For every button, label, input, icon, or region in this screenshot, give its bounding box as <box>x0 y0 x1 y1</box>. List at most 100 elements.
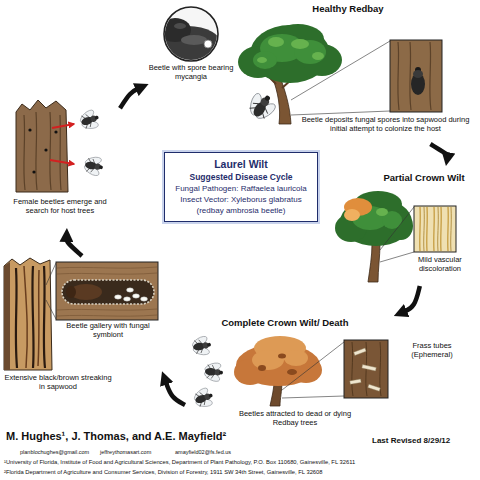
text-slot: ¹University of Florida, Institute of Foo… <box>4 459 355 465</box>
text-slot: Beetles attracted to dead or dying Redba… <box>225 410 365 427</box>
cycle-stage: Female beetles emerge and search for hos… <box>2 95 120 228</box>
stage-caption: Frass tubes (Ephemeral) <box>393 342 471 359</box>
stage-caption: Beetle with spore bearing mycangia <box>138 64 244 81</box>
text-slot: Partial Crown Wilt <box>372 173 476 184</box>
healthy-tree <box>257 57 267 63</box>
zoom-lines <box>282 342 344 398</box>
cycle-stage: Beetle gallery with fungal symbiontExten… <box>2 256 162 400</box>
stage-caption: Beetles attracted to dead or dying Redba… <box>225 410 365 427</box>
bark-inset <box>413 70 423 78</box>
streaked-log <box>4 258 52 370</box>
emerging-beetles <box>76 107 104 179</box>
gallery-inset <box>127 288 134 292</box>
zoom-lines <box>46 263 56 319</box>
frass-inset <box>368 384 380 391</box>
frass-inset <box>354 348 366 355</box>
text-slot: jeffreythomasart.com <box>100 449 151 455</box>
discoloration-inset <box>414 206 456 252</box>
emerge-arrows <box>50 124 74 164</box>
cycle-arrow <box>404 286 420 312</box>
stage-caption: Beetle gallery with fungal symbiont <box>56 322 160 339</box>
emergence-trunk <box>44 148 47 151</box>
zoom-lines <box>291 41 390 115</box>
dead-tree <box>278 354 286 359</box>
cycle-stage: Healthy RedbayBeetle deposits fungal spo… <box>248 2 476 144</box>
mycangia-inset <box>154 7 222 66</box>
text-slot: amayfield02@fs.fed.us <box>175 449 231 455</box>
emerging-beetles <box>76 107 102 134</box>
emerging-beetles <box>82 153 105 178</box>
flying-beetle <box>242 88 281 126</box>
streaked-log <box>4 258 52 370</box>
contact-address: amayfield02@fs.fed.us <box>175 449 231 455</box>
zoom-lines <box>282 342 344 398</box>
zoom-lines <box>380 207 414 262</box>
dead-tree <box>252 350 284 370</box>
text-slot: planblochughes@gmail.com <box>20 449 89 455</box>
inset-stage: Beetle with spore bearing mycangia <box>138 6 244 84</box>
gallery-inset <box>124 297 131 301</box>
discoloration-inset <box>414 206 456 252</box>
emergence-trunk <box>16 100 68 192</box>
emergence-trunk <box>24 112 61 190</box>
frass-inset <box>362 365 376 371</box>
text-slot: Beetle with spore bearing mycangia <box>138 64 244 81</box>
attracted-beetles <box>203 360 224 384</box>
text-slot: Female beetles emerge and search for hos… <box>2 198 118 215</box>
gallery-inset <box>56 262 158 320</box>
text-slot: Beetle deposits fungal spores into sapwo… <box>298 116 473 133</box>
text-slot: Complete Crown Wilt/ Death <box>210 318 360 329</box>
gallery-inset <box>133 294 140 298</box>
flying-beetle <box>242 88 281 126</box>
dead-tree <box>258 365 266 371</box>
partial-wilt-tree <box>376 208 388 216</box>
partial-wilt-tree <box>368 244 380 282</box>
contact-address: planblochughes@gmail.com <box>20 449 89 455</box>
partial-wilt-tree <box>344 209 360 221</box>
gallery-inset <box>56 262 158 320</box>
bark-inset <box>398 42 431 110</box>
zoom-lines <box>291 41 390 115</box>
gallery-inset <box>62 280 154 304</box>
gallery-inset <box>57 267 157 316</box>
cycle-arrow <box>67 239 82 256</box>
attracted-beetles <box>190 334 213 359</box>
streaked-log <box>24 266 39 368</box>
zoom-lines <box>380 207 414 262</box>
mycangia-inset <box>154 18 222 66</box>
emergence-trunk <box>32 170 35 173</box>
mycangia-inset <box>204 40 212 48</box>
emerge-arrows <box>52 124 74 128</box>
text-slot: Extensive black/brown streaking in sapwo… <box>2 374 114 391</box>
frass-inset <box>350 379 361 384</box>
emergence-trunk <box>54 130 57 133</box>
emerge-arrows <box>50 160 74 164</box>
text-slot: Last Revised 8/29/12 <box>372 436 450 445</box>
author-credit: M. Hughes¹, J. Thomas, and A.E. Mayfield… <box>6 430 226 443</box>
emergence-trunk <box>28 128 31 131</box>
text-slot: M. Hughes¹, J. Thomas, and A.E. Mayfield… <box>6 430 226 443</box>
box-text: Fungal Pathogen: Raffaelea lauricola <box>175 184 307 195</box>
box-text: Insect Vector: Xyleborus glabratus <box>175 195 307 206</box>
box-title: Laurel Wilt <box>175 157 307 171</box>
streaked-log <box>4 262 10 370</box>
healthy-tree <box>253 51 277 69</box>
text-slot: ²Florida Department of Agriculture and C… <box>4 469 323 475</box>
affiliation-note: ¹University of Florida, Institute of Foo… <box>4 459 355 465</box>
healthy-tree <box>312 52 324 60</box>
frass-inset <box>344 340 388 398</box>
box-text: (redbay ambrosia beetle) <box>175 206 307 217</box>
gallery-inset <box>66 286 76 298</box>
text-slot: Beetle gallery with fungal symbiont <box>56 322 160 339</box>
title-box: Laurel WiltSuggested Disease CycleFungal… <box>164 152 318 221</box>
healthy-tree <box>291 39 309 49</box>
streaked-log <box>16 266 45 368</box>
dead-tree <box>284 350 308 366</box>
zoom-lines <box>46 263 56 319</box>
bark-inset <box>390 40 442 112</box>
